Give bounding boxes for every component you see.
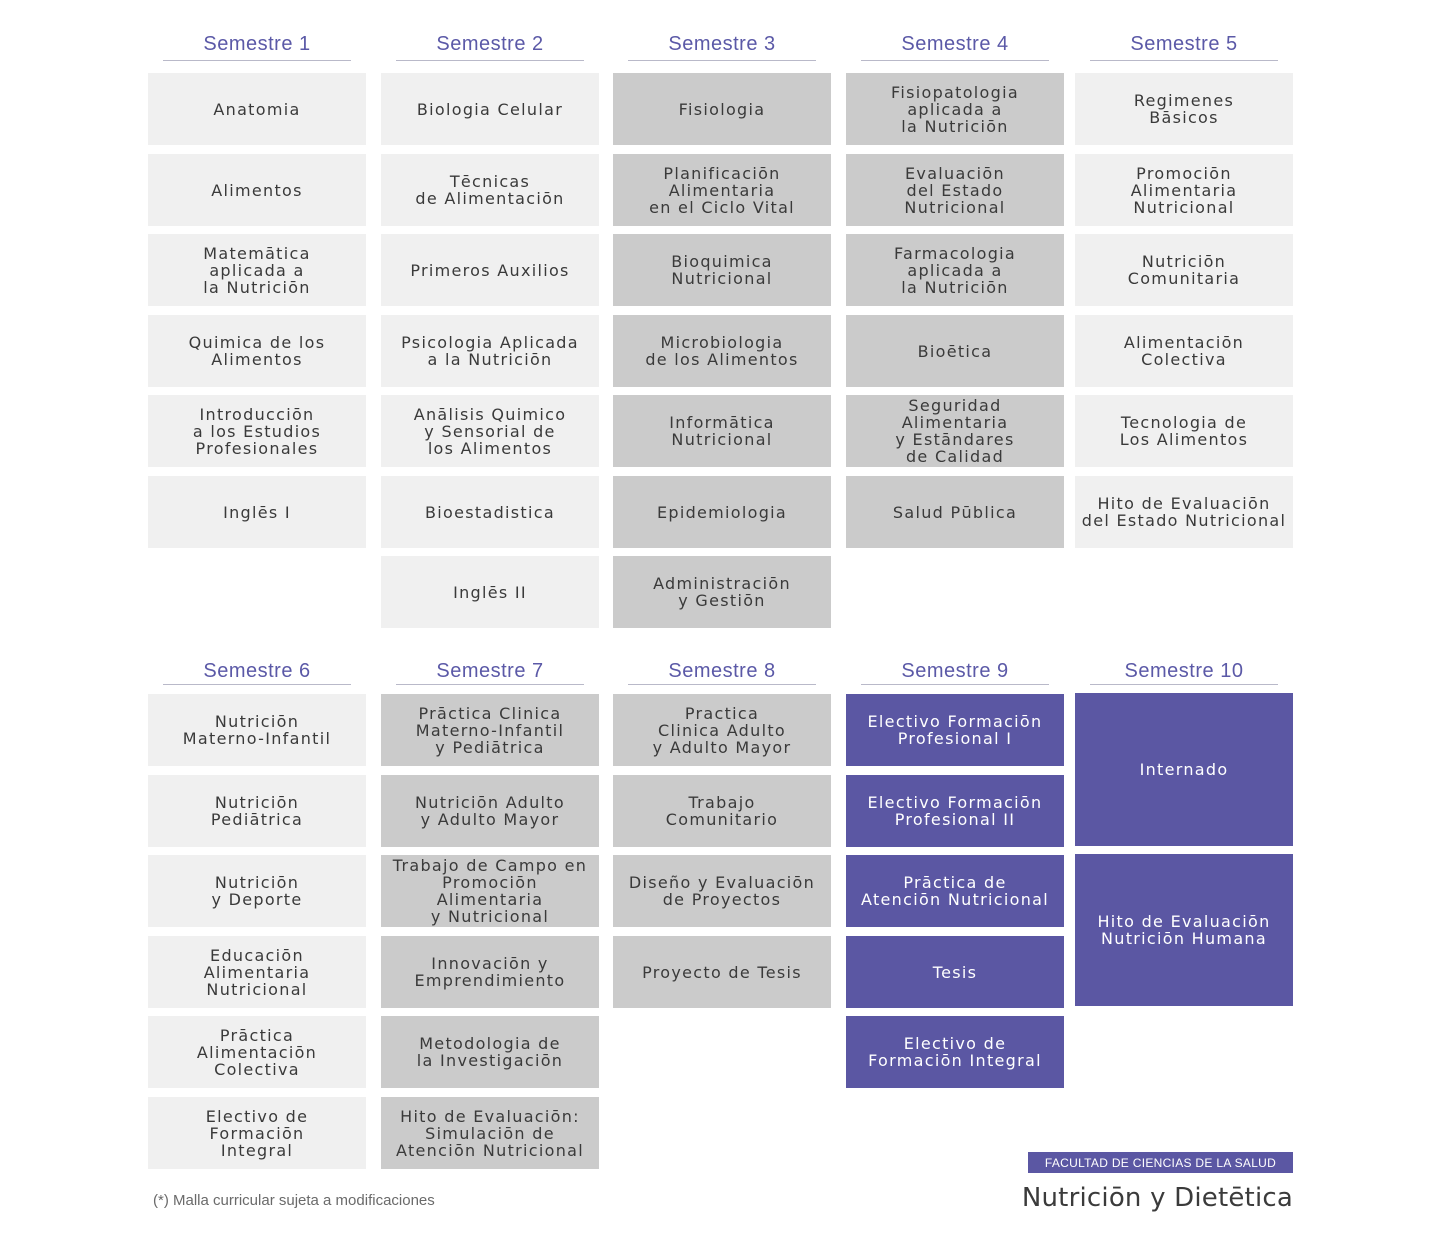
course-cell: Bioētica	[846, 315, 1064, 387]
semester-header: Semestre 5	[1130, 33, 1238, 55]
course-cell: Microbiologia de los Alimentos	[613, 315, 831, 387]
course-cell: Inglēs I	[148, 476, 366, 548]
course-cell: Nutriciōn Materno-Infantil	[148, 694, 366, 766]
course-cell: Fisiopatologia aplicada a la Nutriciōn	[846, 73, 1064, 145]
course-cell: Prāctica Clinica Materno-Infantil y Pedi…	[381, 694, 599, 766]
course-cell: Psicologia Aplicada a la Nutriciōn	[381, 315, 599, 387]
course-cell: Prāctica Alimentaciōn Colectiva	[148, 1016, 366, 1088]
semester-underline	[861, 60, 1049, 61]
course-cell: Prāctica de Atenciōn Nutricional	[846, 855, 1064, 927]
course-cell: Matemātica aplicada a la Nutriciōn	[148, 234, 366, 306]
course-cell: Tēcnicas de Alimentaciōn	[381, 154, 599, 226]
course-cell: Electivo Formaciōn Profesional II	[846, 775, 1064, 847]
course-cell: Internado	[1075, 693, 1293, 846]
course-cell: Evaluaciōn del Estado Nutricional	[846, 154, 1064, 226]
course-cell: Bioquimica Nutricional	[613, 234, 831, 306]
semester-underline	[163, 60, 351, 61]
course-cell: Metodologia de la Investigaciōn	[381, 1016, 599, 1088]
semester-header: Semestre 10	[1124, 660, 1244, 682]
course-cell: Electivo Formaciōn Profesional I	[846, 694, 1064, 766]
semester-underline	[1090, 684, 1278, 685]
course-cell: Hito de Evaluaciōn Nutriciōn Humana	[1075, 854, 1293, 1006]
course-cell: Trabajo Comunitario	[613, 775, 831, 847]
course-cell: Nutriciōn Adulto y Adulto Mayor	[381, 775, 599, 847]
semester-header: Semestre 8	[668, 660, 776, 682]
course-cell: Planificaciōn Alimentaria en el Ciclo Vi…	[613, 154, 831, 226]
semester-header: Semestre 7	[436, 660, 544, 682]
course-cell: Epidemiologia	[613, 476, 831, 548]
course-cell: Inglēs II	[381, 556, 599, 628]
semester-underline	[396, 684, 584, 685]
course-cell: Anatomia	[148, 73, 366, 145]
course-cell: Alimentaciōn Colectiva	[1075, 315, 1293, 387]
disclaimer-note: (*) Malla curricular sujeta a modificaci…	[153, 1192, 435, 1209]
faculty-badge: FACULTAD DE CIENCIAS DE LA SALUD	[1028, 1152, 1293, 1173]
course-cell: Alimentos	[148, 154, 366, 226]
course-cell: Primeros Auxilios	[381, 234, 599, 306]
course-cell: Electivo de Formaciōn Integral	[148, 1097, 366, 1169]
course-cell: Practica Clinica Adulto y Adulto Mayor	[613, 694, 831, 766]
course-cell: Bioestadistica	[381, 476, 599, 548]
semester-header: Semestre 1	[203, 33, 311, 55]
course-cell: Fisiologia	[613, 73, 831, 145]
course-cell: Hito de Evaluaciōn: Simulaciōn de Atenci…	[381, 1097, 599, 1169]
semester-header: Semestre 2	[436, 33, 544, 55]
semester-underline	[628, 684, 816, 685]
semester-underline	[1090, 60, 1278, 61]
course-cell: Diseño y Evaluaciōn de Proyectos	[613, 855, 831, 927]
course-cell: Quimica de los Alimentos	[148, 315, 366, 387]
course-cell: Salud Pūblica	[846, 476, 1064, 548]
course-cell: Nutriciōn y Deporte	[148, 855, 366, 927]
semester-header: Semestre 4	[901, 33, 1009, 55]
semester-header: Semestre 3	[668, 33, 776, 55]
course-cell: Biologia Celular	[381, 73, 599, 145]
course-cell: Electivo de Formaciōn Integral	[846, 1016, 1064, 1088]
course-cell: Nutriciōn Comunitaria	[1075, 234, 1293, 306]
course-cell: Introducciōn a los Estudios Profesionale…	[148, 395, 366, 467]
course-cell: Promociōn Alimentaria Nutricional	[1075, 154, 1293, 226]
course-cell: Nutriciōn Pediātrica	[148, 775, 366, 847]
course-cell: Tecnologia de Los Alimentos	[1075, 395, 1293, 467]
course-cell: Tesis	[846, 936, 1064, 1008]
course-cell: Trabajo de Campo en Promociōn Alimentari…	[381, 855, 599, 927]
semester-underline	[628, 60, 816, 61]
course-cell: Administraciōn y Gestiōn	[613, 556, 831, 628]
course-cell: Anālisis Quimico y Sensorial de los Alim…	[381, 395, 599, 467]
course-cell: Hito de Evaluaciōn del Estado Nutriciona…	[1075, 476, 1293, 548]
semester-underline	[396, 60, 584, 61]
semester-underline	[163, 684, 351, 685]
semester-underline	[861, 684, 1049, 685]
program-title: Nutriciōn y Dietētica	[1021, 1183, 1293, 1213]
course-cell: Seguridad Alimentaria y Estāndares de Ca…	[846, 395, 1064, 467]
course-cell: Farmacologia aplicada a la Nutriciōn	[846, 234, 1064, 306]
course-cell: Regimenes Bāsicos	[1075, 73, 1293, 145]
course-cell: Innovaciōn y Emprendimiento	[381, 936, 599, 1008]
course-cell: Proyecto de Tesis	[613, 936, 831, 1008]
course-cell: Educaciōn Alimentaria Nutricional	[148, 936, 366, 1008]
course-cell: Informātica Nutricional	[613, 395, 831, 467]
semester-header: Semestre 9	[901, 660, 1009, 682]
semester-header: Semestre 6	[203, 660, 311, 682]
